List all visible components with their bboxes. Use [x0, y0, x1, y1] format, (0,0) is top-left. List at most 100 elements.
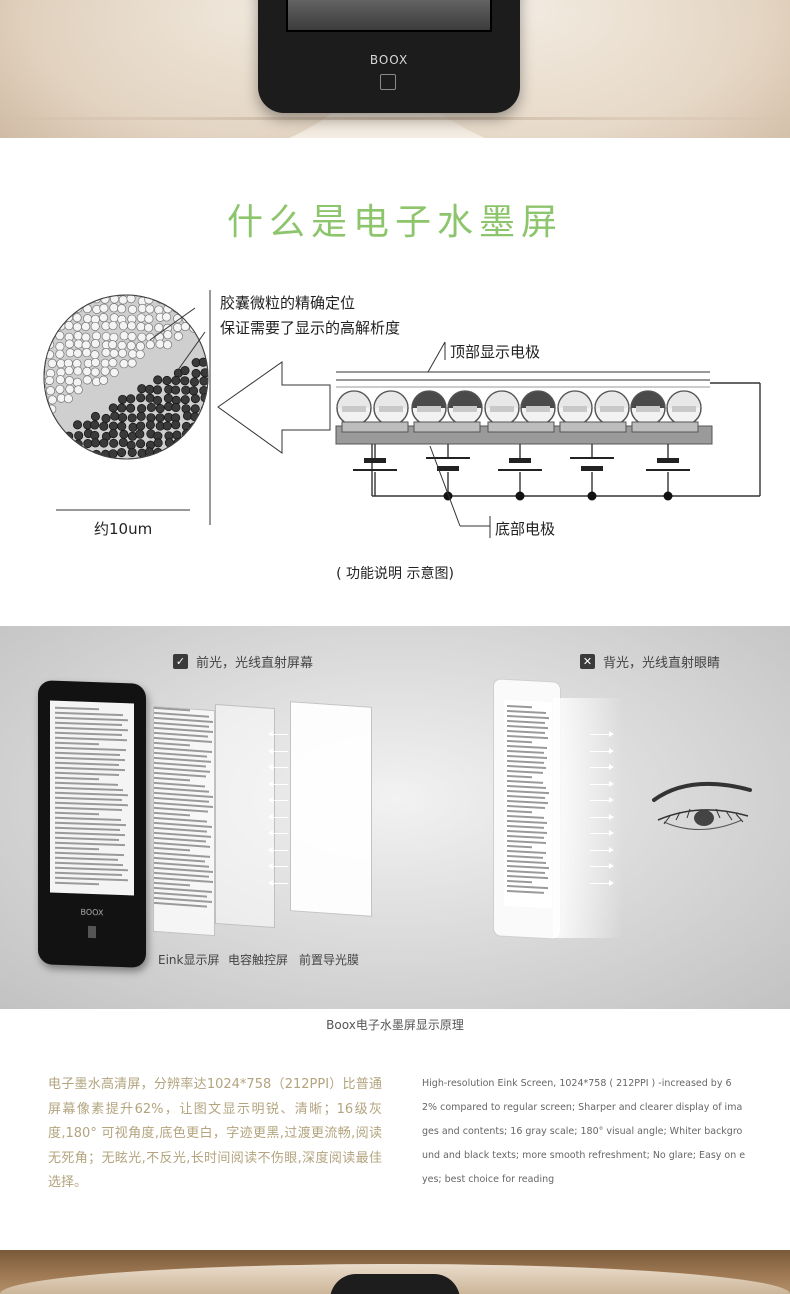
light-particle — [63, 305, 73, 315]
light-particle — [155, 339, 165, 349]
dark-particle — [54, 438, 64, 448]
section-title: 什么是电子水墨屏 — [226, 202, 563, 243]
dark-particle — [145, 393, 155, 403]
dark-particle — [172, 430, 182, 440]
light-particle — [109, 295, 120, 304]
text-line — [507, 709, 546, 714]
text-line — [507, 734, 548, 740]
light-particle — [199, 295, 208, 305]
dark-particle — [90, 438, 100, 448]
text-line — [55, 706, 100, 711]
light-particle — [47, 395, 57, 405]
text-line — [507, 799, 549, 805]
dark-particle — [135, 429, 145, 439]
light-particle — [117, 348, 128, 358]
dark-particle — [44, 447, 46, 457]
light-particle — [45, 331, 55, 341]
text-line — [507, 719, 546, 724]
dark-particle — [45, 439, 55, 449]
dark-particle — [182, 411, 193, 421]
text-line — [507, 704, 533, 709]
light-particle — [144, 295, 154, 305]
text-line — [55, 881, 100, 886]
reader-brand-label: BOOX — [80, 907, 104, 918]
light-particle — [82, 348, 92, 358]
light-particle — [173, 331, 183, 341]
text-line — [55, 826, 121, 831]
dark-particle — [171, 385, 181, 395]
dark-particle — [145, 384, 155, 394]
capsule-mid-band — [600, 406, 624, 412]
capsule-top-half — [448, 391, 482, 408]
eink-structure-diagram: 胶囊微粒的精确定位 保证需要了显示的高解析度 顶部显示电极 底部电极 约10um… — [0, 270, 790, 600]
ereader-device: BOOX — [258, 0, 520, 113]
battery-short-plate — [581, 466, 603, 471]
light-particle — [109, 303, 119, 313]
boox-reader-device: BOOX — [38, 680, 146, 968]
light-particle — [55, 312, 65, 322]
text-line — [154, 776, 190, 782]
electrode-pad — [413, 421, 481, 433]
light-particle — [145, 340, 155, 350]
dark-particle — [90, 411, 100, 421]
text-line — [55, 761, 120, 766]
text-line — [55, 756, 126, 762]
dark-particle — [191, 448, 201, 458]
text-line — [55, 776, 100, 781]
capsule-top-half — [667, 391, 701, 408]
dark-particle — [99, 421, 109, 431]
junction-dot — [515, 491, 525, 501]
text-line — [507, 844, 533, 849]
text-line — [55, 711, 124, 717]
reader-screen — [50, 700, 134, 896]
light-particle — [46, 304, 56, 314]
device-brand-label: BOOX — [369, 53, 409, 67]
text-line — [55, 786, 124, 792]
capsule-mid-band — [453, 406, 477, 412]
text-line — [55, 836, 120, 841]
cross-icon: ✕ — [580, 654, 595, 669]
dark-particle — [164, 438, 174, 448]
light-particle — [90, 357, 101, 368]
text-line — [55, 876, 128, 882]
light-particle — [73, 385, 83, 395]
light-particle — [45, 295, 55, 304]
light-arrow — [590, 879, 614, 886]
text-line — [55, 821, 127, 827]
light-particle — [143, 323, 154, 333]
light-particle — [65, 348, 75, 358]
text-line — [507, 854, 543, 859]
ereader-screen — [286, 0, 492, 32]
dark-particle — [109, 438, 119, 448]
dark-particle — [171, 420, 181, 430]
light-particle — [108, 340, 118, 350]
light-arrow — [268, 797, 288, 803]
dark-particle — [108, 449, 118, 459]
dark-particle — [108, 429, 118, 439]
light-particle — [44, 401, 46, 412]
light-particle — [127, 304, 138, 314]
bottom-banner — [0, 1250, 790, 1294]
light-particle — [101, 348, 111, 358]
light-particle — [127, 332, 137, 342]
light-particle — [127, 358, 137, 368]
dark-particle — [46, 448, 56, 458]
dark-particle — [153, 438, 163, 448]
text-line — [507, 824, 544, 829]
light-particle — [162, 312, 172, 322]
light-particle — [64, 366, 74, 376]
dark-particle — [163, 393, 173, 403]
dark-particle — [72, 449, 82, 459]
dark-particle — [137, 384, 147, 394]
eye-icon — [652, 781, 752, 830]
capsule-top-half — [337, 391, 371, 408]
light-arrow — [590, 747, 614, 754]
dark-particle — [189, 386, 199, 396]
text-line — [507, 849, 547, 854]
light-arrow — [268, 764, 288, 770]
front-light-label: 前光，光线直射屏幕 — [196, 656, 314, 671]
capsule-mid-band — [672, 406, 696, 412]
capsule-mid-band — [342, 406, 366, 412]
text-line — [55, 831, 126, 837]
light-arrow — [268, 863, 288, 869]
